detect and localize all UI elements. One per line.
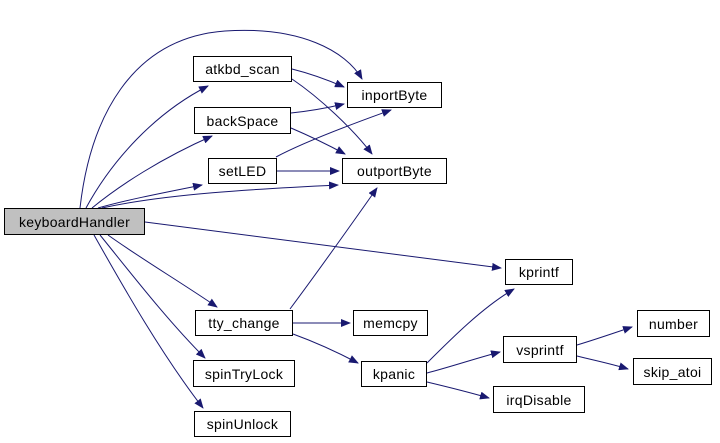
edge-keyboardHandler-atkbd_scan [85,85,209,209]
node-atkbd_scan[interactable]: atkbd_scan [193,56,292,82]
node-tty_change[interactable]: tty_change [195,310,293,336]
edge-kpanic-kprintf [426,288,515,364]
edge-keyboardHandler-spinUnlock [93,234,204,409]
edge-backSpace-outportByte [290,127,346,155]
node-setLED[interactable]: setLED [208,158,277,184]
edge-kpanic-irqDisable [426,381,490,400]
edge-keyboardHandler-kprintf [144,221,502,271]
edge-keyboardHandler-backSpace [91,135,213,209]
node-spinTryLock[interactable]: spinTryLock [193,360,295,387]
node-skip_atoi[interactable]: skip_atoi [633,358,712,385]
node-vsprintf[interactable]: vsprintf [503,336,577,363]
node-number[interactable]: number [637,310,710,337]
edge-keyboardHandler-tty_change [107,234,218,308]
edge-setLED-inportByte [275,109,392,158]
edge-keyboardHandler-inportByte [79,29,363,209]
edge-vsprintf-number [576,326,633,346]
edge-keyboardHandler-spinTryLock [99,234,206,359]
node-inportByte[interactable]: inportByte [347,82,442,108]
node-irqDisable[interactable]: irqDisable [493,386,585,413]
edge-keyboardHandler-outportByte [101,181,339,209]
node-kprintf[interactable]: kprintf [505,259,573,285]
edge-backSpace-inportByte [290,102,345,114]
node-keyboardHandler: keyboardHandler [4,208,145,235]
node-memcpy[interactable]: memcpy [353,310,428,336]
edge-tty_change-kpanic [292,333,359,364]
edge-vsprintf-skip_atoi [576,355,629,371]
edge-keyboardHandler-setLED [97,182,203,209]
edge-atkbd_scan-inportByte [291,68,345,88]
edge-kpanic-vsprintf [426,350,501,374]
node-kpanic[interactable]: kpanic [361,361,427,387]
node-backSpace[interactable]: backSpace [194,107,291,134]
node-spinUnlock[interactable]: spinUnlock [194,411,291,437]
edge-atkbd_scan-outportByte [291,78,373,155]
edge-tty_change-outportByte [289,187,378,310]
node-outportByte[interactable]: outportByte [342,158,447,184]
